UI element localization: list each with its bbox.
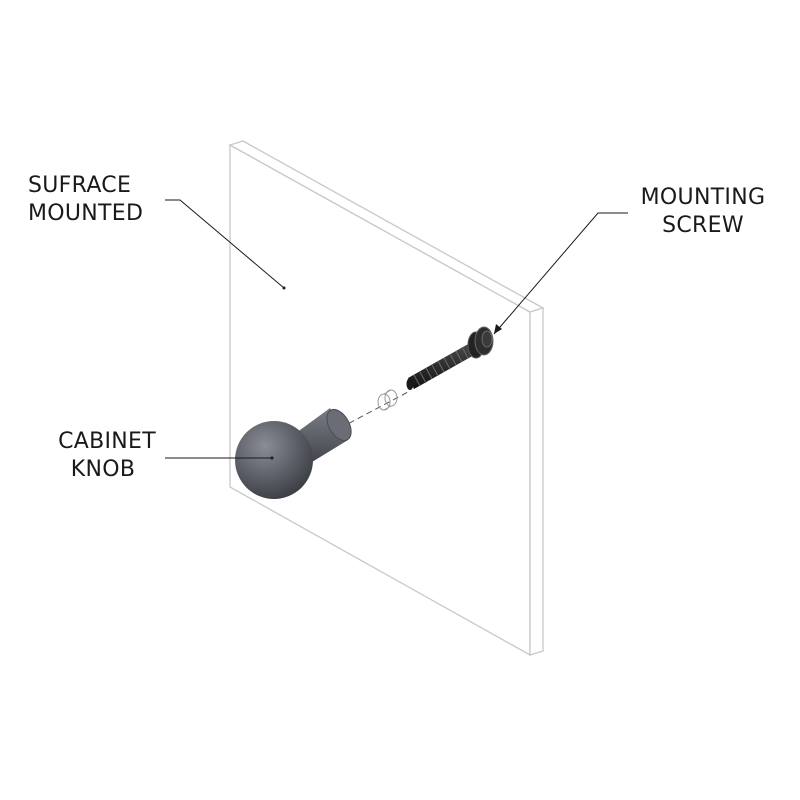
panel-edge-side [529, 307, 544, 656]
label-surface-mounted: SUFRACE MOUNTED [28, 172, 143, 228]
leader-lines [165, 199, 628, 460]
screw-tip [406, 378, 414, 390]
screw-threads [413, 346, 469, 387]
label-cabinet-knob-line2: KNOB [70, 457, 136, 482]
label-mounting-screw: MOUNTING SCREW [628, 184, 778, 240]
label-mounting-screw-line2: SCREW [662, 213, 744, 238]
leader-mounting-screw [493, 212, 628, 335]
leader-surface-mounted [165, 199, 285, 289]
leader-mounting-screw-arrow [494, 324, 502, 334]
label-cabinet-knob-line1: CABINET [58, 429, 156, 454]
knob-ball [235, 421, 313, 499]
panel-hole-marker [377, 389, 398, 411]
label-cabinet-knob: CABINET KNOB [50, 428, 156, 484]
mounting-screw [406, 326, 494, 390]
label-surface-mounted-line2: MOUNTED [28, 201, 144, 226]
label-surface-mounted-line1: SUFRACE [28, 173, 132, 198]
cabinet-panel [228, 140, 545, 657]
screw-shaft [408, 343, 476, 389]
cabinet-knob [235, 408, 352, 499]
knob-neck-end [326, 408, 352, 442]
label-mounting-screw-line1: MOUNTING [640, 185, 766, 210]
